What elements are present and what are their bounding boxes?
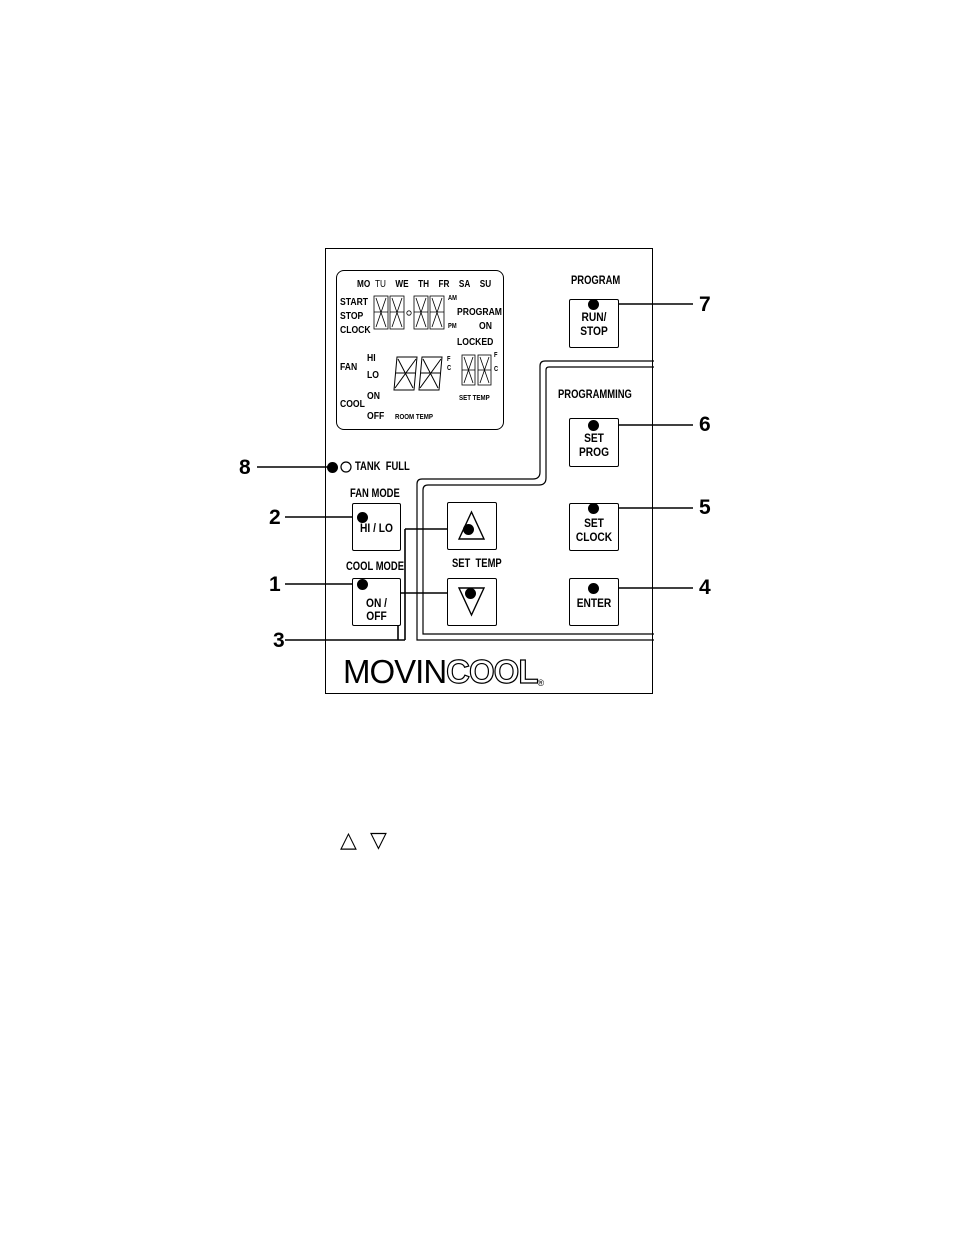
callout-dot-5 [588,503,599,514]
pm-label: PM [448,323,457,330]
program-on-label: ON [479,320,492,332]
fan-label: FAN [340,361,358,373]
clock-digits [373,295,445,330]
program-lcd-label: PROGRAM [457,306,502,318]
lcd-display [336,270,504,430]
callout-dot-4 [588,583,599,594]
callout-dot-6 [588,420,599,431]
lo-label: LO [367,369,379,381]
day-labels: MO TU WE TH FR SA SU [357,279,492,290]
fan-mode-heading: FAN MODE [350,488,400,500]
tank-full-label: TANK FULL [355,461,410,473]
set-temp-heading: SET TEMP [451,558,502,570]
locked-label: LOCKED [457,336,494,348]
down-symbol-icon: ▽ [370,828,387,853]
callout-6: 6 [699,413,711,436]
up-symbol-icon: △ [340,828,357,853]
hi-label: HI [367,352,376,364]
set-temp-lcd-label: SET TEMP [459,393,490,402]
fan-mode-button[interactable]: HI / LO [352,503,401,551]
program-heading: PROGRAM [571,275,621,287]
temp-down-button[interactable] [447,578,497,626]
callout-1: 1 [269,573,281,596]
set-unit-c: C [494,366,499,373]
start-label: START [340,296,369,308]
cool-label: COOL [340,398,365,410]
cool-mode-heading: COOL MODE [346,561,404,573]
down-triangle-icon [457,587,486,617]
stop-label: STOP [340,310,364,322]
programming-heading: PROGRAMMING [558,389,632,401]
set-unit-f: F [494,352,498,359]
callout-5: 5 [699,496,711,519]
control-panel [325,248,653,694]
callout-dot-8 [327,462,338,473]
cool-on-label: ON [367,390,380,402]
cool-off-label: OFF [367,410,385,422]
room-unit-f: F [447,356,451,363]
callout-dot-2 [357,512,368,523]
callout-8: 8 [239,456,251,479]
room-temp-digits [393,356,443,391]
callout-3: 3 [273,629,285,652]
movincool-logo: MOVINCOOL® [343,653,545,690]
set-temp-digits [461,354,492,386]
callout-dot-3-down [465,588,476,599]
callout-2: 2 [269,506,281,529]
room-unit-c: C [447,365,452,372]
callout-dot-7 [588,299,599,310]
room-temp-label: ROOM TEMP [395,412,433,421]
callout-4: 4 [699,576,711,599]
callout-dot-1 [357,579,368,590]
callout-7: 7 [699,293,711,316]
am-label: AM [448,295,457,302]
clock-label: CLOCK [340,324,371,336]
callout-dot-3-up [463,524,474,535]
